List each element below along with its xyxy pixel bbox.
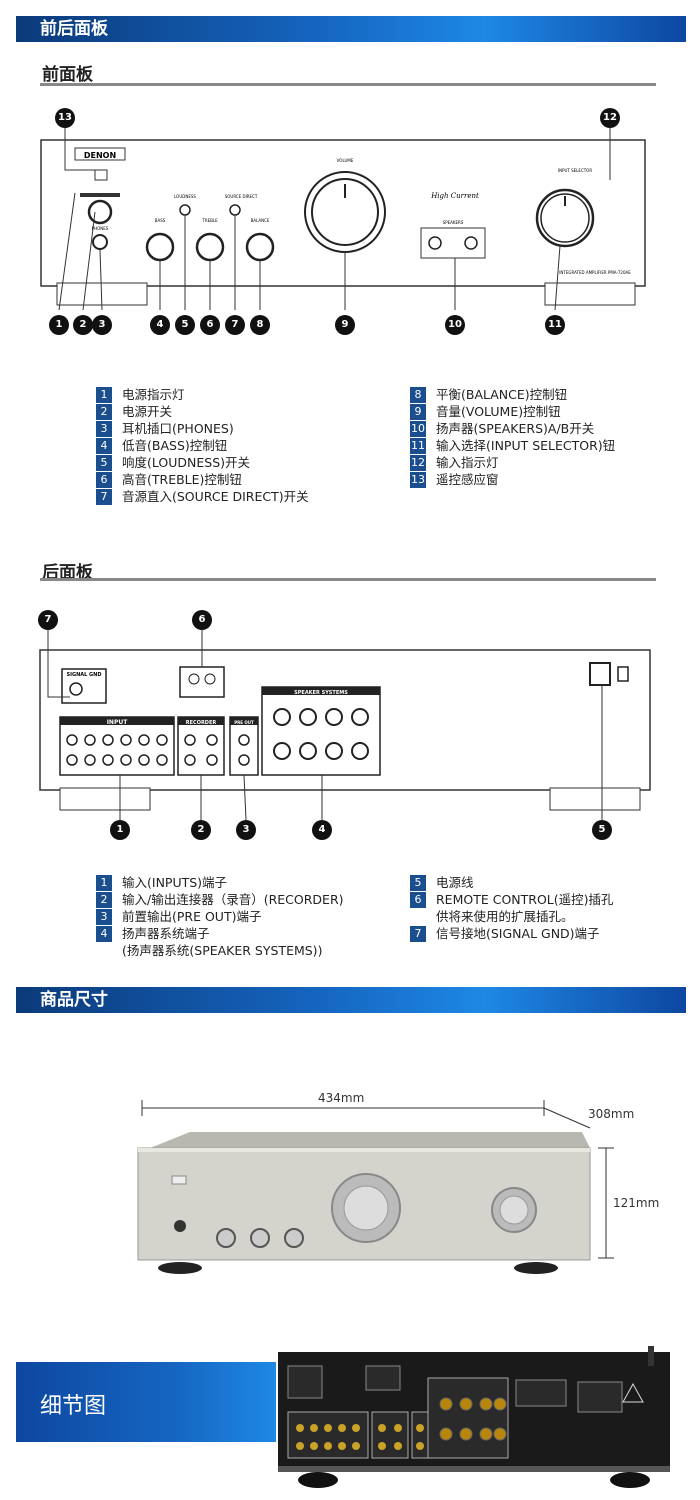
rear-callout-3: 3 — [236, 820, 256, 840]
rear-callout-5: 5 — [592, 820, 612, 840]
front-brand: DENON — [84, 151, 116, 160]
svg-text:TREBLE: TREBLE — [201, 218, 218, 223]
front-callout-7: 7 — [225, 315, 245, 335]
rear-title-rule — [40, 578, 656, 581]
front-callout-9: 9 — [335, 315, 355, 335]
rear-callout-4: 4 — [312, 820, 332, 840]
front-callout-12: 12 — [600, 108, 620, 128]
speaker-b-button — [464, 236, 478, 250]
recorder-label: RECORDER — [186, 720, 217, 726]
front-callout-4: 4 — [150, 315, 170, 335]
svg-text:BASS: BASS — [155, 218, 166, 223]
svg-text:BALANCE: BALANCE — [251, 218, 270, 223]
dimension-drawing — [137, 1100, 614, 1274]
model-label: INTEGRATED AMPLIFIER PMA-720AE — [559, 270, 631, 275]
rear-callout-6: 6 — [192, 610, 212, 630]
front-callout-2: 2 — [73, 315, 93, 335]
detail-banner — [16, 1362, 276, 1442]
loudness-label: LOUDNESS — [174, 194, 196, 199]
speaker-a-button — [428, 236, 442, 250]
source-direct-switch — [229, 204, 241, 216]
phones-label: PHONES — [92, 226, 109, 231]
dim-depth: 308mm — [588, 1107, 635, 1121]
section-banner-dimensions: 商品尺寸 — [16, 987, 686, 1013]
front-callout-8: 8 — [250, 315, 270, 335]
front-callout-10: 10 — [445, 315, 465, 335]
front-callout-3: 3 — [92, 315, 112, 335]
rear-callout-7: 7 — [38, 610, 58, 630]
input-selector-label: INPUT SELECTOR — [558, 168, 592, 173]
front-panel-title: 前面板 — [42, 65, 93, 85]
detail-title: 细节图 — [40, 1394, 107, 1419]
loudness-switch — [179, 204, 191, 216]
front-callout-5: 5 — [175, 315, 195, 335]
front-panel-drawing: DENON PHONES BASS LOUDNESS TREBLE SOURCE… — [40, 128, 646, 311]
dim-height: 121mm — [613, 1196, 660, 1210]
pre-out-label: PRE OUT — [234, 720, 254, 725]
svg-text:High Current: High Current — [430, 192, 479, 200]
front-callout-1: 1 — [49, 315, 69, 335]
rear-callout-2: 2 — [191, 820, 211, 840]
front-callout-6: 6 — [200, 315, 220, 335]
speakers-label: SPEAKERS — [443, 220, 464, 225]
source-direct-label: SOURCE DIRECT — [225, 194, 258, 199]
signal-gnd-label: SIGNAL GND — [67, 672, 102, 678]
rear-panel-drawing: SIGNAL GND INPUT RECORDER PRE OUT SPEAKE… — [39, 630, 651, 821]
front-title-rule — [40, 83, 656, 86]
speaker-systems-label: SPEAKER SYSTEMS — [294, 690, 348, 696]
input-label: INPUT — [107, 719, 129, 726]
detail-photo — [278, 1346, 670, 1488]
front-callout-11: 11 — [545, 315, 565, 335]
rear-callout-1: 1 — [110, 820, 130, 840]
section-banner-front-rear: 前后面板 — [16, 16, 686, 42]
front-callout-13: 13 — [55, 108, 75, 128]
volume-label: VOLUME — [337, 158, 354, 163]
dim-width: 434mm — [318, 1091, 365, 1105]
